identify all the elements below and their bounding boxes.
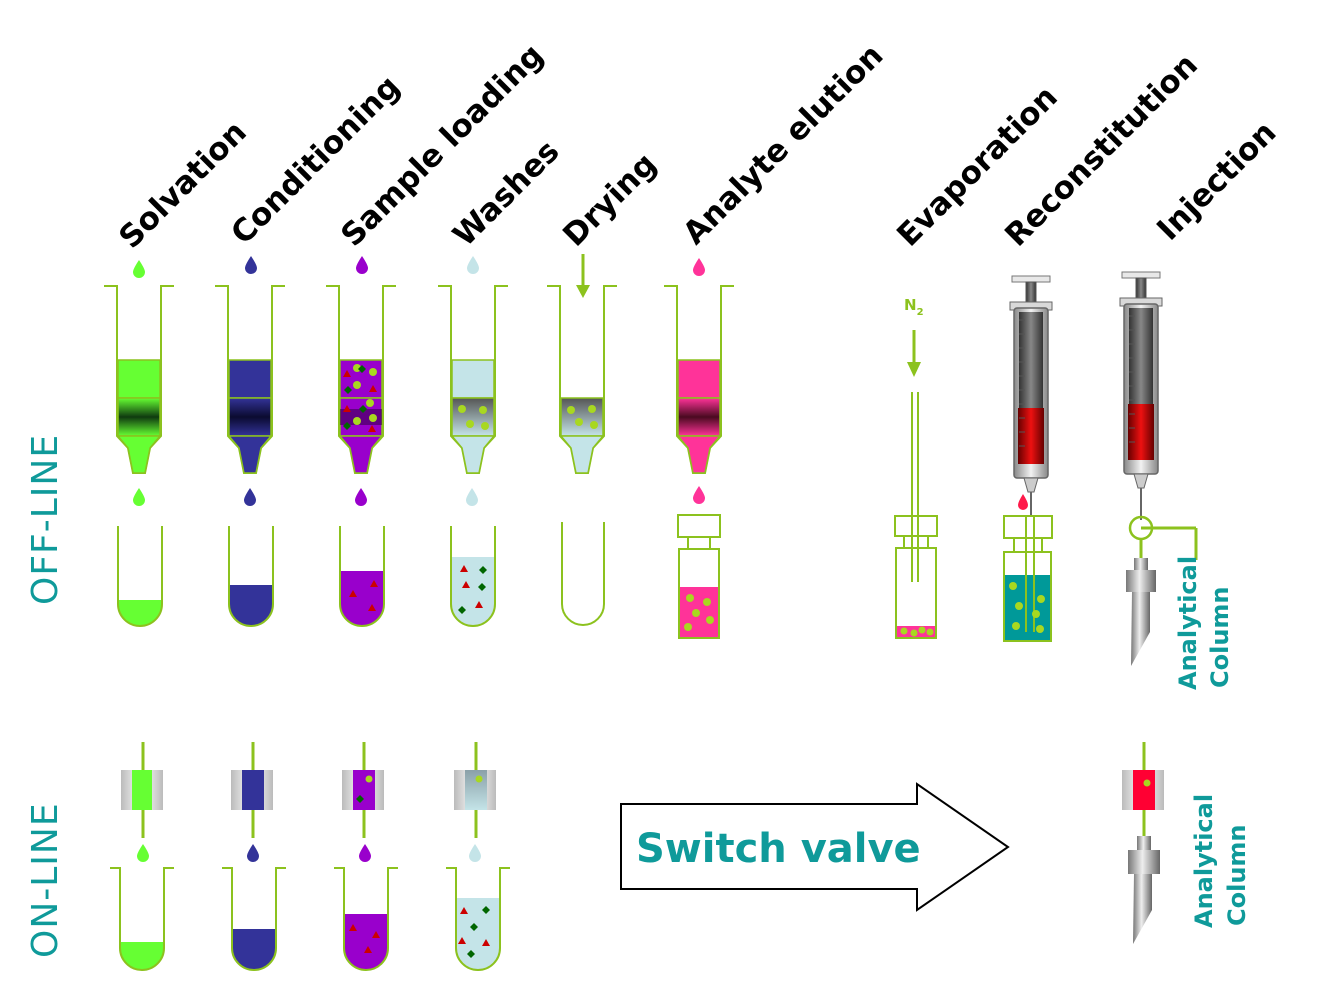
online-tube-solvation <box>110 867 174 971</box>
drip-pink-icon <box>693 486 705 504</box>
vial-analyte-elution <box>677 514 721 639</box>
online-drip-purple-icon <box>359 844 371 862</box>
tube-drying <box>561 522 605 626</box>
reconstitution-vial <box>1003 515 1053 642</box>
drying-arrow-icon <box>576 254 590 298</box>
drip-lightblue-icon <box>466 488 478 506</box>
analytical-column-offline <box>1126 558 1156 666</box>
online-tube-washes <box>446 867 510 971</box>
column-label-online-line2: Column <box>1223 824 1251 926</box>
column-label-online: Analytical Column <box>1190 794 1251 928</box>
cartridge-sample-loading <box>326 285 396 474</box>
online-collection-tubes <box>110 867 510 971</box>
column-label-offline: Analytical Column <box>1174 556 1234 690</box>
offline-collection-tubes <box>117 514 721 639</box>
tube-sample-loading <box>339 526 385 627</box>
tube-conditioning <box>228 526 274 627</box>
online-drip-lightblue-icon <box>469 844 481 862</box>
online-tube-conditioning <box>222 867 286 971</box>
drip-reconstitution-icon <box>1018 494 1028 510</box>
drop-lightblue-icon <box>467 256 479 274</box>
label-sample-loading: Sample loading <box>334 37 550 253</box>
online-cartridges <box>121 742 496 838</box>
n2-flow-arrow-icon <box>907 330 921 377</box>
column-label-offline-line1: Analytical <box>1174 556 1202 690</box>
cartridge-drying <box>547 285 617 474</box>
tube-solvation <box>117 526 163 627</box>
online-drip-green-icon <box>137 844 149 862</box>
cartridge-analyte-elution <box>664 285 734 474</box>
offline-top-drops <box>133 254 705 298</box>
label-washes: Washes <box>446 133 566 253</box>
column-label-online-line1: Analytical <box>1190 794 1218 928</box>
drip-navy-icon <box>244 488 256 506</box>
injection-syringe <box>1119 271 1163 520</box>
online-drops <box>137 844 481 862</box>
drop-navy-icon <box>245 256 257 274</box>
switch-valve-arrow: Switch valve <box>620 782 1010 912</box>
online-cartridge-solvation <box>121 742 163 838</box>
drop-green-icon <box>133 260 145 278</box>
column-label-offline-line2: Column <box>1206 586 1234 688</box>
online-tube-sample-loading <box>334 867 398 971</box>
drip-green-icon <box>133 488 145 506</box>
step-labels: Solvation Conditioning Sample loading Wa… <box>112 37 1283 255</box>
online-cartridge-conditioning <box>231 742 273 838</box>
n2-label: N2 <box>904 296 924 318</box>
row-label-online: ON-LINE <box>25 802 66 958</box>
drop-purple-icon <box>356 256 368 274</box>
switch-valve-label: Switch valve <box>636 826 921 872</box>
row-label-offline: OFF-LINE <box>25 434 66 605</box>
label-injection: Injection <box>1150 114 1283 247</box>
label-analyte-elution: Analyte elution <box>676 37 890 251</box>
cartridge-conditioning <box>215 285 285 474</box>
reconstitution-syringe <box>1009 275 1053 516</box>
drip-purple-icon <box>355 488 367 506</box>
cartridge-solvation <box>104 285 174 474</box>
tube-washes <box>450 526 496 627</box>
cartridge-washes <box>438 285 508 474</box>
drop-pink-icon <box>693 258 705 276</box>
online-drip-navy-icon <box>247 844 259 862</box>
evaporation-station: N2 <box>894 296 938 639</box>
injection-port <box>1128 515 1198 560</box>
offline-bottom-drops <box>133 486 705 506</box>
analytical-column-online <box>1128 836 1160 944</box>
online-cartridge-sample-loading <box>342 742 384 838</box>
online-cartridge-washes <box>454 742 496 838</box>
online-elution-cartridge <box>1122 742 1164 836</box>
label-drying: Drying <box>556 146 664 254</box>
